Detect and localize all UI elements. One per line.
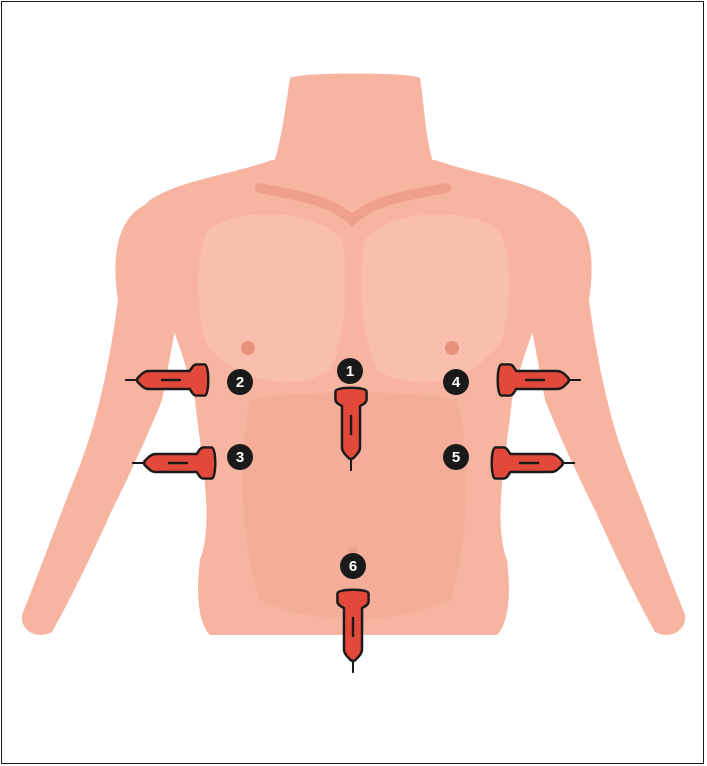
port-number-badge-2: 2 (227, 369, 253, 395)
badge-number: 2 (236, 374, 244, 391)
badge-number: 1 (346, 363, 354, 380)
badge-number: 4 (452, 374, 461, 391)
chest-left (198, 214, 346, 382)
badge-number: 6 (349, 558, 357, 575)
port-number-badge-3: 3 (227, 444, 253, 470)
trocar-port-5 (492, 447, 574, 478)
badge-number: 5 (452, 449, 460, 466)
port-number-badge-5: 5 (443, 444, 469, 470)
torso-body (22, 74, 685, 636)
neck (272, 74, 435, 169)
port-number-badge-6: 6 (340, 553, 366, 579)
nipple-right (445, 341, 459, 355)
trocar-port-3 (133, 447, 215, 478)
chest-right (361, 214, 509, 382)
nipple-left (241, 341, 255, 355)
port-number-badge-4: 4 (443, 369, 469, 395)
badge-number: 3 (236, 449, 244, 466)
port-number-badge-1: 1 (337, 358, 363, 384)
